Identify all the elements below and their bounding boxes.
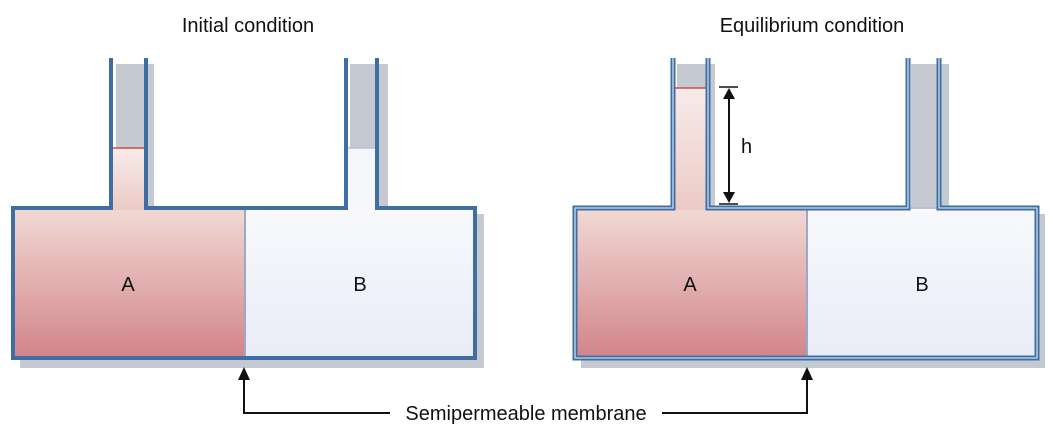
membrane-callout-right [662,378,808,414]
equilibrium-title: Equilibrium condition [720,15,905,37]
equilibrium-vessel-wall-inner [574,58,1038,359]
initial-title: Initial condition [182,15,314,37]
membrane-callout-left [243,378,390,414]
initial-panel: Initial condition A B [11,15,484,368]
initial-label-b: B [353,274,366,296]
height-label: h [741,136,752,158]
equilibrium-label-b: B [915,274,928,296]
initial-label-a: A [121,274,135,296]
membrane-callout: Semipermeable membrane [238,367,813,425]
membrane-label: Semipermeable membrane [405,403,646,425]
water-b [245,148,475,358]
equilibrium-panel: Equilibrium condition [572,15,1045,368]
equilibrium-solution-a [576,88,807,358]
equilibrium-label-a: A [683,274,697,296]
height-indicator [719,86,738,205]
solution-a [14,148,245,358]
equilibrium-water-b [807,209,1037,358]
vessel-wall [11,58,477,360]
